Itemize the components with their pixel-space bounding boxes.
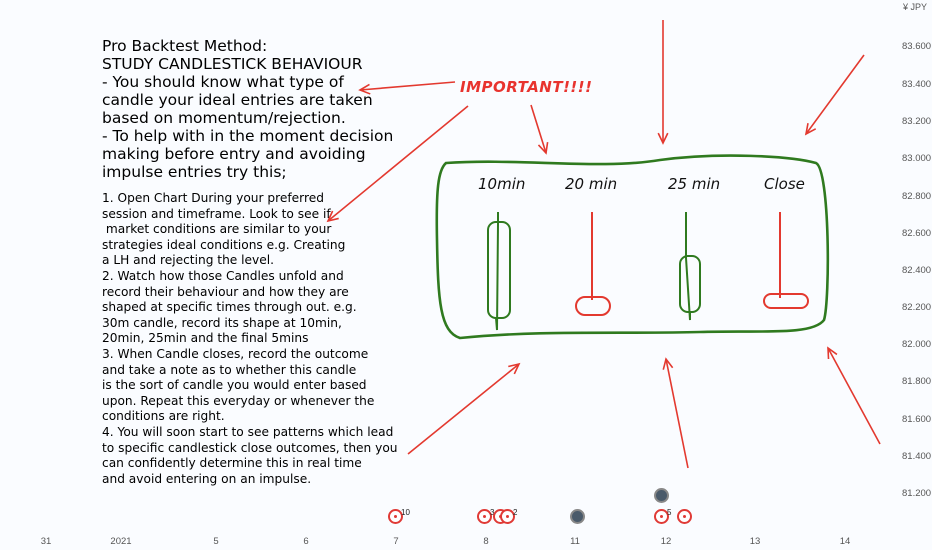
candle-body — [763, 293, 809, 309]
annotation-arrow — [827, 347, 881, 445]
important-label: IMPORTANT!!!! — [460, 78, 593, 96]
arrow-head — [508, 362, 521, 375]
annotation-arrow — [359, 81, 456, 91]
candle-wick — [685, 212, 691, 321]
candle-body — [575, 296, 611, 316]
arrow-head — [657, 132, 669, 145]
date-tick-label: 7 — [393, 536, 399, 547]
arrow-head — [326, 210, 339, 223]
annotation-arrow — [407, 363, 520, 455]
price-tick-label: 81.400 — [902, 451, 932, 462]
event-marker-globe-icon[interactable] — [654, 488, 669, 503]
event-marker-icon[interactable]: 10 — [388, 508, 410, 524]
candle-wick — [495, 212, 499, 331]
date-tick-label: 2021 — [110, 536, 132, 547]
event-marker-icon[interactable]: 3 — [477, 508, 495, 524]
arrow-head — [537, 142, 549, 155]
arrow-head — [662, 357, 674, 370]
event-marker-globe-icon[interactable] — [570, 509, 585, 524]
price-tick-label: 82.200 — [902, 302, 932, 313]
event-marker-icon[interactable]: 2 — [500, 508, 518, 524]
price-tick-label: 83.000 — [902, 153, 932, 164]
price-tick-label: 82.400 — [902, 265, 932, 276]
annotation-box — [435, 154, 830, 340]
candle-body — [679, 255, 701, 313]
arrow-head — [804, 123, 817, 136]
event-marker-count: 3 — [490, 508, 495, 517]
price-tick-label: 82.000 — [902, 339, 932, 350]
notes-steps: 1. Open Chart During your preferred sess… — [102, 191, 398, 486]
date-tick-label: 13 — [749, 536, 761, 547]
notes-heading: Pro Backtest Method: STUDY CANDLESTICK B… — [102, 37, 394, 181]
annotation-arrow — [530, 104, 547, 154]
price-tick-label: 82.600 — [902, 228, 932, 239]
arrow-head — [827, 346, 838, 360]
event-marker-count: 5 — [667, 508, 672, 517]
date-tick-label: 31 — [40, 536, 52, 547]
event-marker-icon[interactable]: 5 — [654, 508, 672, 524]
annotation-arrow — [327, 105, 469, 222]
candle-body — [487, 221, 511, 319]
tf-label-25min: 25 min — [668, 175, 721, 193]
date-tick-label: 6 — [303, 536, 309, 547]
event-marker-icon[interactable] — [677, 509, 692, 524]
date-tick-label: 11 — [570, 536, 580, 547]
date-tick-label: 12 — [660, 536, 672, 547]
date-tick-label: 14 — [839, 536, 851, 547]
currency-badge[interactable]: ¥ JPY — [903, 2, 928, 12]
event-marker-count: 2 — [513, 508, 518, 517]
date-tick-label: 5 — [213, 536, 219, 547]
event-marker-count: 10 — [401, 508, 410, 517]
annotation-arrow — [805, 54, 865, 135]
price-tick-label: 81.800 — [902, 376, 932, 387]
price-tick-label: 81.200 — [902, 488, 932, 499]
price-tick-label: 83.600 — [902, 41, 932, 52]
tf-label-close: Close — [764, 175, 805, 193]
price-tick-label: 83.200 — [902, 116, 932, 127]
price-tick-label: 81.600 — [902, 414, 932, 425]
annotation-arrow — [665, 358, 689, 469]
price-tick-label: 83.400 — [902, 79, 932, 90]
tf-label-20min: 20 min — [565, 175, 618, 193]
price-tick-label: 82.800 — [902, 191, 932, 202]
tf-label-10min: 10min — [478, 175, 526, 193]
backtest-notes: Pro Backtest Method: STUDY CANDLESTICK B… — [102, 37, 402, 487]
date-tick-label: 8 — [483, 536, 489, 547]
arrow-head — [358, 83, 371, 95]
